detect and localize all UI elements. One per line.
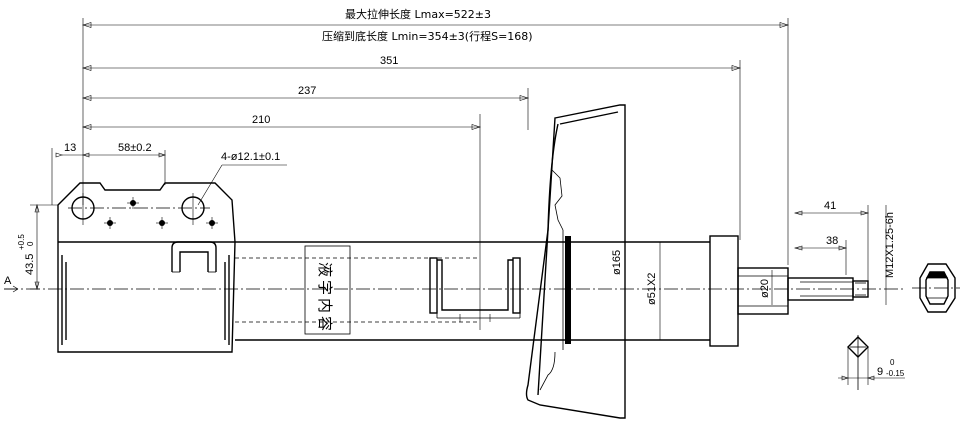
dim-210: 210 bbox=[252, 114, 270, 126]
piston-rod bbox=[787, 277, 869, 301]
dim-min-length: 压缩到底长度 Lmin=354±3(行程S=168) bbox=[322, 29, 533, 43]
mounting-bracket bbox=[57, 182, 236, 353]
dimension-lines bbox=[30, 18, 887, 418]
svg-text:43.5: 43.5 bbox=[24, 254, 36, 275]
dim-38: 38 bbox=[826, 235, 838, 247]
svg-text:字: 字 bbox=[316, 280, 334, 295]
lower-collar bbox=[709, 235, 789, 347]
svg-text:-0.15: -0.15 bbox=[886, 369, 905, 378]
svg-text:内: 内 bbox=[316, 298, 334, 313]
strut-tube: 液 字 内 容 bbox=[235, 241, 710, 341]
dim-13: 13 bbox=[64, 142, 76, 154]
svg-text:容: 容 bbox=[316, 316, 334, 331]
stamp-text: 液 字 内 容 bbox=[316, 262, 334, 331]
svg-text:9: 9 bbox=[877, 366, 883, 378]
dim-351: 351 bbox=[380, 55, 398, 67]
dim-20: ø20 bbox=[759, 279, 771, 298]
flat-detail bbox=[838, 335, 905, 390]
dim-holes: 4-ø12.1±0.1 bbox=[221, 151, 280, 163]
dim-237: 237 bbox=[298, 85, 316, 97]
dim-thread: M12X1.25-6h bbox=[884, 212, 896, 278]
svg-text:0: 0 bbox=[890, 358, 895, 367]
spring-seat bbox=[525, 104, 626, 419]
svg-text:+0.5: +0.5 bbox=[17, 234, 26, 250]
svg-text:液: 液 bbox=[316, 262, 334, 277]
dim-58: 58±0.2 bbox=[118, 142, 152, 154]
stabilizer-bracket bbox=[429, 257, 521, 322]
dim-51: ø51X2 bbox=[646, 273, 658, 305]
dim-41: 41 bbox=[824, 200, 836, 212]
section-label: A bbox=[4, 275, 12, 287]
dim-height: 43.5 +0.5 0 bbox=[17, 234, 36, 275]
svg-text:0: 0 bbox=[26, 241, 35, 246]
dim-max-length: 最大拉伸长度 Lmax=522±3 bbox=[345, 7, 491, 21]
rod-end-view bbox=[912, 263, 960, 313]
dim-flat: 9 0 -0.15 bbox=[877, 358, 905, 378]
dim-165: ø165 bbox=[611, 250, 623, 275]
